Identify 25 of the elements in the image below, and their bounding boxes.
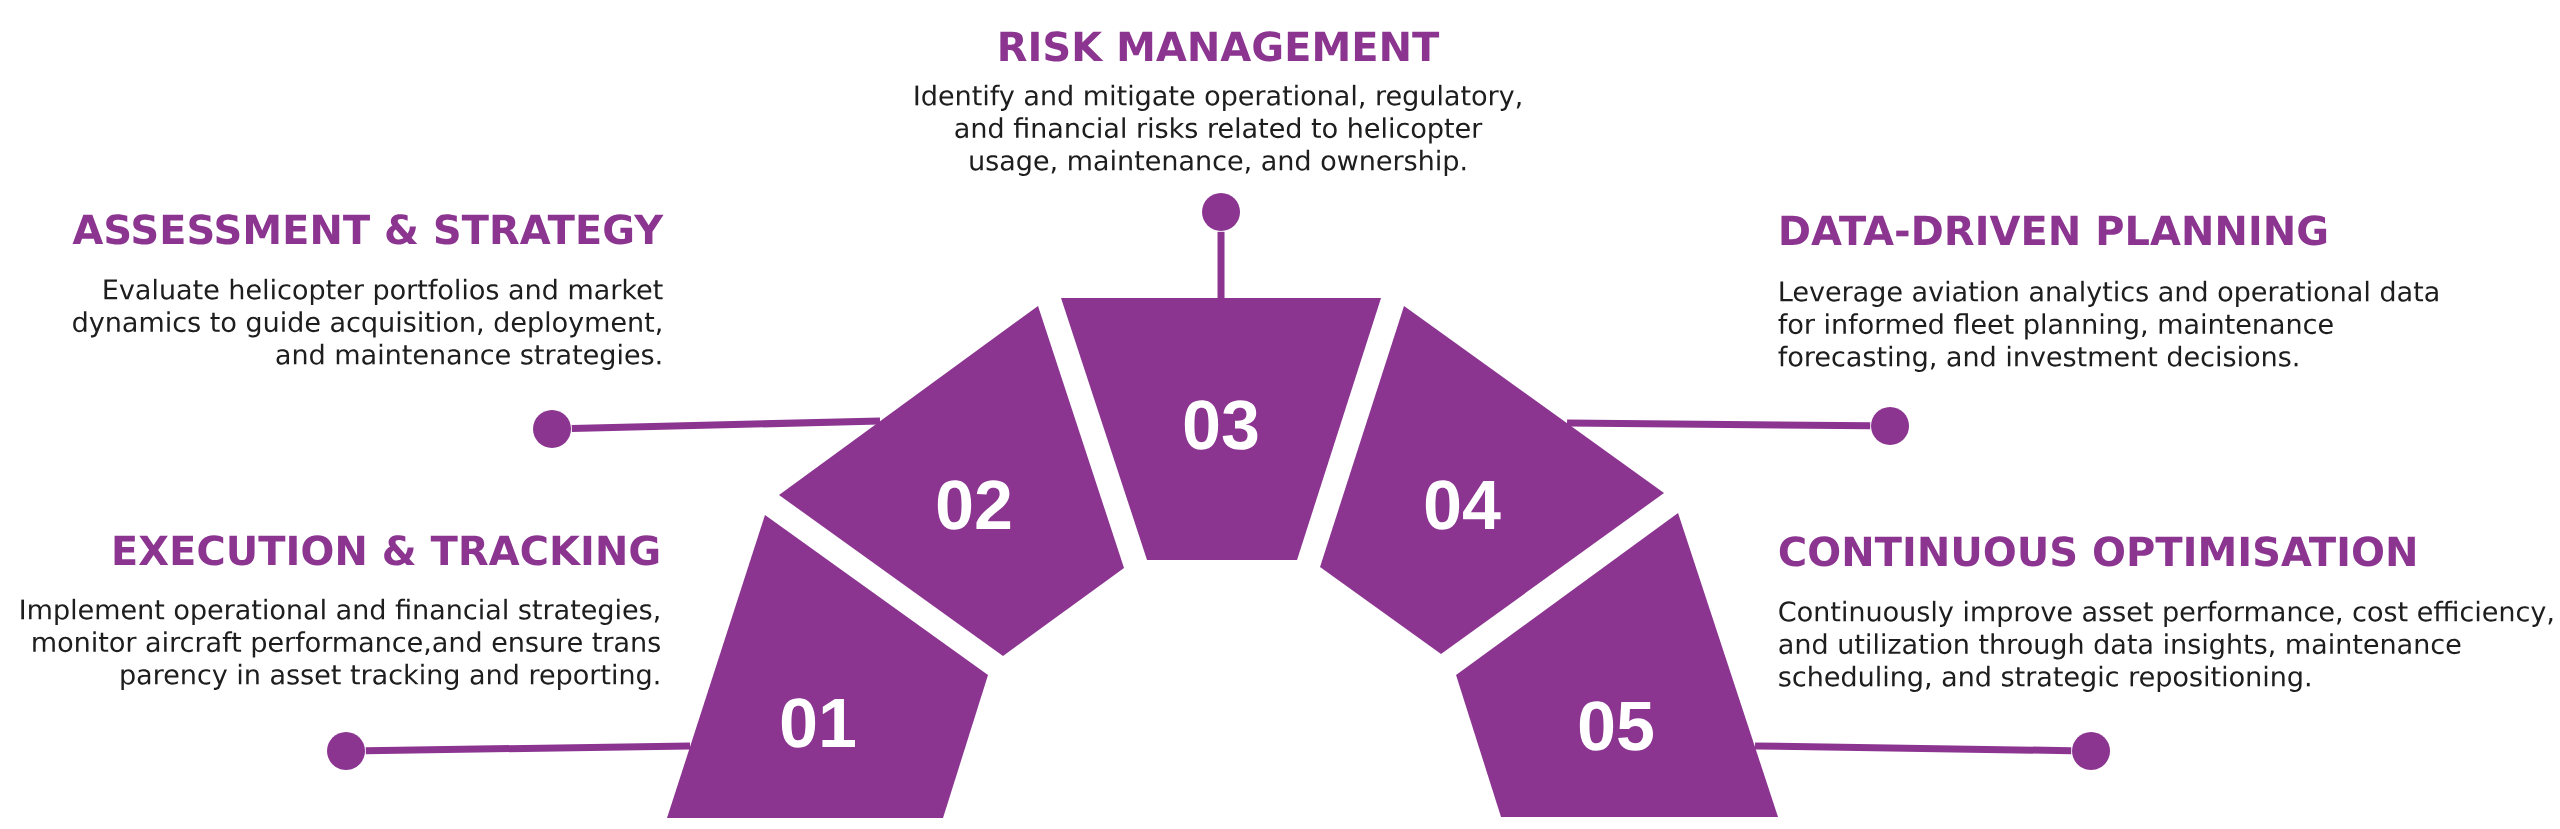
end-dot [1202, 193, 1240, 231]
end-dot [1871, 407, 1910, 445]
connector-line [1567, 419, 1871, 430]
node-label: 05 [1579, 701, 1654, 751]
end-dot [327, 732, 365, 770]
node-label: 03 [1184, 400, 1258, 450]
step-description: Implement operational and financial strategies, monitor aircraft performance,and ensure trans parency in asset tracking and reporting. [21, 598, 660, 690]
connector-line [365, 742, 691, 755]
step-heading: CONTINUOUS OPTIMISATION [1779, 536, 2415, 567]
step-description: Continuously improve asset performance, cost efficiency, and utilization through data insights, maintenance scheduling, and strategic repositioning. [1779, 600, 2553, 692]
step-segment: 04 [1320, 306, 1665, 654]
step-heading: DATA-DRIVEN PLANNING [1781, 215, 2327, 246]
node-label: 01 [781, 698, 855, 748]
step-description: Identify and mitigate operational, regulatory, and financial risks related to helicopter usage, maintenance, and ownership. [915, 84, 1521, 176]
end-dot [2072, 732, 2111, 770]
step-segment: 03 [1061, 298, 1382, 560]
step-heading: EXECUTION & TRACKING [114, 535, 659, 566]
step-segment: 02 [779, 306, 1124, 656]
connector-line [571, 417, 881, 432]
connector-line [1754, 742, 2072, 755]
step-heading: RISK MANAGEMENT [1000, 31, 1440, 62]
step-description: Evaluate helicopter portfolios and market dynamics to guide acquisition, deployment, and maintenance strategies. [73, 278, 663, 370]
step-heading: ASSESSMENT & STRATEGY [72, 214, 664, 245]
end-dot [533, 410, 571, 448]
step-description: Leverage aviation analytics and operational data for informed fleet planning, maintenance forecasting, and investment decisions. [1778, 280, 2438, 372]
